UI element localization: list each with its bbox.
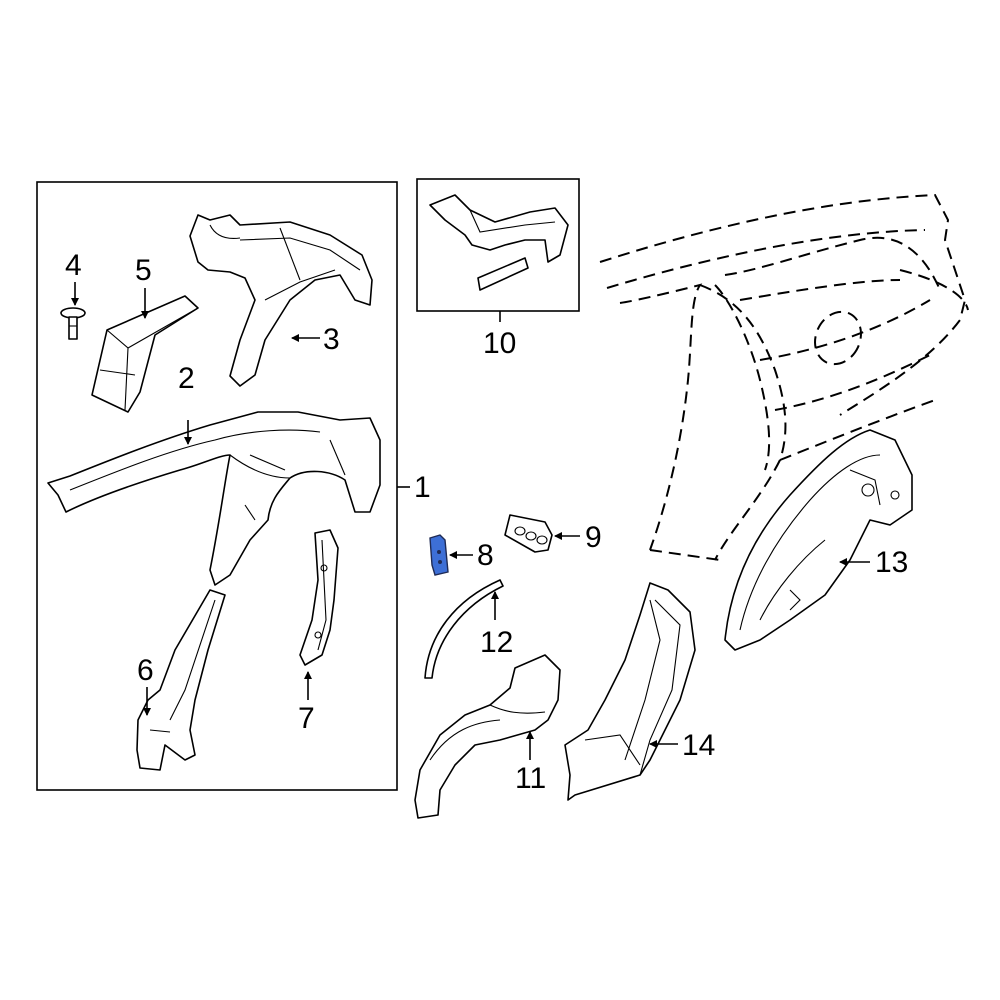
callout-12: 12 (480, 626, 513, 659)
callout-2: 2 (178, 362, 195, 395)
callout-4: 4 (65, 249, 82, 282)
callout-9: 9 (585, 521, 602, 554)
assembly-group-box (36, 181, 398, 791)
part-9-plate (504, 514, 553, 553)
part-4-fastener (60, 307, 86, 340)
callout-14: 14 (682, 729, 715, 762)
callout-11: 11 (515, 762, 546, 795)
part-6-lower-pillar (136, 589, 226, 771)
callout-1: 1 (414, 471, 431, 504)
callout-13: 13 (875, 546, 908, 579)
callout-10: 10 (483, 327, 516, 360)
part-10-reinforcement-kit (429, 194, 569, 291)
callout-7: 7 (298, 702, 315, 735)
part-8-bracket-highlighted (429, 534, 449, 576)
vehicle-body-outline (599, 193, 969, 561)
part-3-upper-reinforcement (189, 214, 373, 387)
part-14-pillar-outer (564, 582, 696, 801)
callout-6: 6 (137, 654, 154, 687)
part-13-wheelhouse-liner (724, 429, 913, 651)
part-5-pillar-reinforcement (91, 295, 199, 413)
part-2-quarter-inner-panel (47, 411, 381, 586)
callout-5: 5 (135, 254, 152, 287)
callout-3: 3 (323, 323, 340, 356)
part-10-box (416, 178, 580, 312)
part-7-vertical-bracket (299, 529, 339, 666)
part-11-wheelhouse-outer (414, 654, 561, 819)
part-12-trim-strip (424, 579, 504, 679)
callout-8: 8 (477, 539, 494, 572)
